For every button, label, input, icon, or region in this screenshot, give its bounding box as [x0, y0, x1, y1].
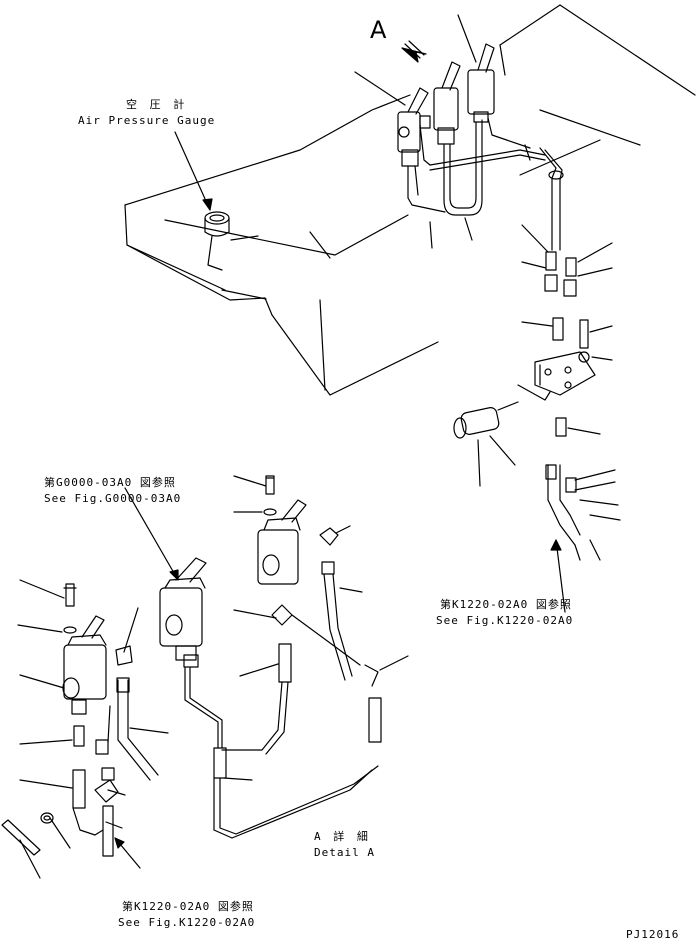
drawing-number: PJ12016 — [626, 928, 680, 941]
console-frame — [124, 4, 696, 396]
air-pressure-gauge — [204, 211, 259, 271]
fig-k-ref-bottom-jp: 第K1220-02A0 図参照 — [122, 900, 254, 913]
valve-bank-top — [397, 43, 564, 251]
valve-detail-middle — [159, 557, 382, 839]
fig-k-ref-bottom-en: See Fig.K1220-02A0 — [118, 916, 256, 929]
gauge-label-jp: 空 圧 計 — [126, 98, 188, 111]
right-fittings — [517, 251, 621, 561]
valve-detail-upper — [257, 475, 379, 687]
fig-g-ref-jp: 第G0000-03A0 図参照 — [44, 476, 176, 489]
detail-label-jp: A 詳 細 — [314, 830, 371, 843]
arrowhead — [169, 569, 179, 581]
arrowhead — [114, 837, 125, 849]
view-arrow — [401, 40, 427, 63]
detail-label-en: Detail A — [314, 846, 375, 859]
fig-g-ref-en: See Fig.G0000-03A0 — [44, 492, 182, 505]
arrowhead — [550, 539, 562, 551]
arrowhead — [202, 198, 213, 211]
view-marker-a: A — [370, 16, 387, 44]
leaders-lower — [17, 475, 566, 879]
gauge-label-en: Air Pressure Gauge — [78, 114, 216, 127]
leaders-upper — [174, 14, 613, 435]
fig-k-ref-right-en: See Fig.K1220-02A0 — [436, 614, 574, 627]
pressure-switch — [453, 401, 519, 487]
valve-detail-left — [1, 583, 159, 857]
fig-k-ref-right-jp: 第K1220-02A0 図参照 — [440, 598, 572, 611]
